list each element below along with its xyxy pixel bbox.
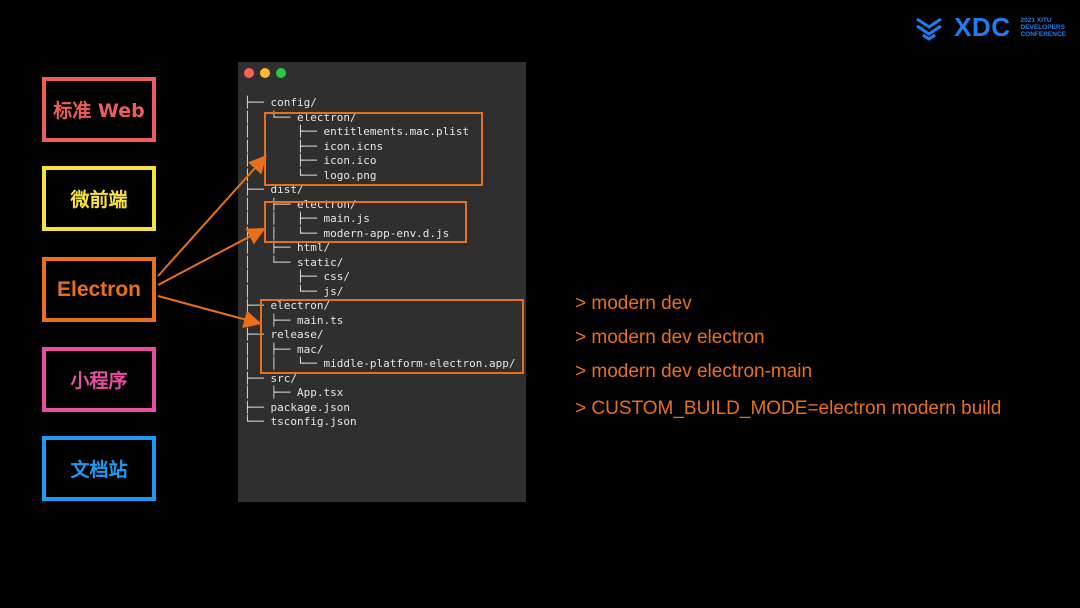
tree-line: │ ├── icon.ico xyxy=(244,154,377,167)
stacked-chevrons-icon xyxy=(916,17,942,41)
terminal-window: ├── config/ │ └── electron/ │ ├── entitl… xyxy=(238,62,526,502)
category-standard-web: 标准 Web xyxy=(42,77,156,142)
tree-line: └── tsconfig.json xyxy=(244,415,357,428)
command-line: > modern dev xyxy=(575,293,692,314)
tree-line: │ │ └── middle-platform-electron.app/ xyxy=(244,357,516,370)
command-line: > modern dev electron-main xyxy=(575,361,813,382)
tree-line: ├── src/ xyxy=(244,371,297,385)
category-electron: Electron xyxy=(42,257,156,322)
highlight-dist-electron xyxy=(264,201,467,243)
tree-line: ├── config/ xyxy=(244,96,317,109)
tree-line: │ ├── html/ xyxy=(244,241,331,254)
tree-line: │ ├── icon.icns xyxy=(244,139,384,153)
tree-line: │ └── js/ xyxy=(244,284,344,298)
xdc-logo: XDC 2021 XITU DEVELOPERS CONFERENCE xyxy=(914,12,1066,43)
category-micro-frontend: 微前端 xyxy=(42,166,156,231)
file-tree: ├── config/ │ └── electron/ │ ├── entitl… xyxy=(244,96,516,430)
highlight-config-electron xyxy=(264,112,483,186)
command-line: > CUSTOM_BUILD_MODE=electron modern buil… xyxy=(575,398,1002,419)
logo-text: XDC xyxy=(954,12,1011,42)
command-list: > modern dev > modern dev electron > mod… xyxy=(575,293,1001,432)
tree-line: │ └── static/ xyxy=(244,255,344,269)
category-mini-program: 小程序 xyxy=(42,347,156,412)
highlight-electron-release xyxy=(260,299,524,374)
tree-line: │ ├── css/ xyxy=(244,270,350,283)
tree-line: │ ├── mac/ xyxy=(244,342,324,356)
window-controls xyxy=(244,68,286,78)
minimize-dot-icon xyxy=(260,68,270,78)
close-dot-icon xyxy=(244,68,254,78)
tree-line: ├── release/ xyxy=(244,328,324,341)
tree-line: │ ├── App.tsx xyxy=(244,386,344,399)
maximize-dot-icon xyxy=(276,68,286,78)
tree-line: ├── package.json xyxy=(244,400,350,414)
tree-line: │ ├── entitlements.mac.plist xyxy=(244,125,470,138)
command-line: > modern dev electron xyxy=(575,327,765,348)
logo-subtitle: 2021 XITU DEVELOPERS CONFERENCE xyxy=(1020,17,1066,38)
category-docs-site: 文档站 xyxy=(42,436,156,501)
tree-line: │ └── logo.png xyxy=(244,168,377,182)
